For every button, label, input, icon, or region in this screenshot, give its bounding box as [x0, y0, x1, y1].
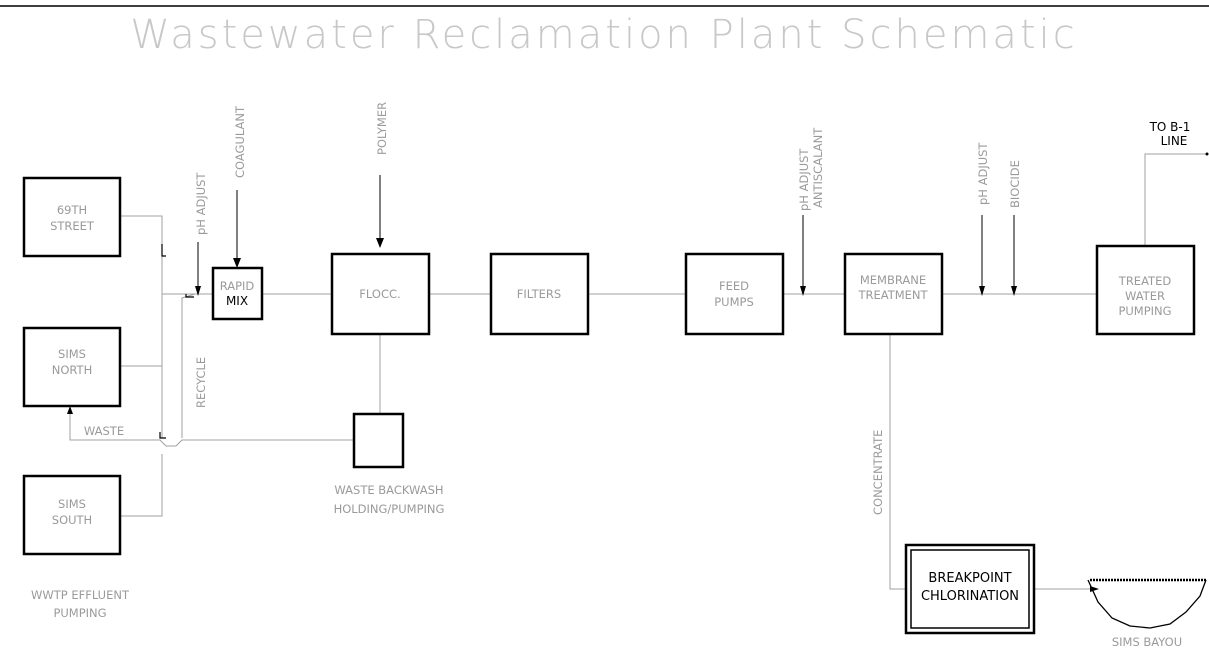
label-sims-north-line2: NORTH	[52, 363, 92, 377]
label-antiscalant: ANTISCALANT	[811, 127, 825, 208]
caption-wwtp-line1: WWTP EFFLUENT	[31, 588, 130, 602]
arrow-antiscalant	[800, 286, 806, 296]
label-coagulant: COAGULANT	[233, 105, 247, 178]
label-backwash-line2: HOLDING/PUMPING	[334, 502, 445, 516]
label-flocc: FLOCC.	[359, 287, 400, 301]
flow-line-69th	[120, 215, 163, 296]
label-recycle: RECYCLE	[194, 357, 208, 408]
label-backwash-line1: WASTE BACKWASH	[334, 483, 443, 497]
caption-wwtp-line2: PUMPING	[53, 606, 106, 620]
label-sims-bayou: SIMS BAYOU	[1112, 635, 1182, 649]
label-polymer: POLYMER	[375, 102, 389, 155]
box-feed-pumps	[684, 252, 785, 336]
box-rapid-mix	[211, 266, 264, 321]
box-breakpoint-chlorination	[904, 543, 1036, 635]
label-feed-line2: PUMPS	[714, 295, 754, 309]
label-waste: WASTE	[84, 424, 124, 438]
box-membrane-treatment	[843, 252, 944, 336]
label-breakpoint-line2: CHLORINATION	[921, 589, 1019, 604]
arrow-waste	[67, 406, 73, 414]
label-ph-adjust-1: pH ADJUST	[194, 172, 208, 235]
label-membrane-line2: TREATMENT	[857, 288, 928, 302]
arrow-ph-adjust-3	[979, 286, 985, 296]
check-valve-2	[185, 294, 194, 298]
box-breakpoint-inner	[910, 549, 1030, 629]
flow-line-sims-south	[120, 454, 163, 517]
flow-line-to-b1	[1144, 153, 1207, 246]
label-feed-line1: FEED	[719, 279, 749, 293]
label-to-b1-line2: LINE	[1161, 134, 1188, 148]
check-valve-1	[161, 244, 166, 257]
box-flocc	[330, 252, 431, 336]
label-treated-line1: TREATED	[1118, 274, 1172, 288]
label-ph-adjust-3: pH ADJUST	[976, 142, 990, 205]
flow-line-concentrate	[889, 334, 906, 590]
flow-line-backwash-return	[69, 412, 354, 447]
label-membrane-line1: MEMBRANE	[860, 273, 926, 287]
box-69th-street	[22, 176, 122, 258]
label-rapid-line2: MIX	[226, 294, 248, 308]
arrow-polymer	[376, 238, 384, 248]
sims-bayou-basin	[1087, 579, 1207, 629]
label-69th-line1: 69TH	[57, 203, 87, 217]
arrow-biocide	[1011, 286, 1017, 296]
box-waste-backwash	[352, 412, 405, 469]
label-to-b1-line1: TO B-1	[1149, 120, 1191, 134]
page-title: Wastewater Reclamation Plant Schematic	[130, 12, 1077, 58]
box-sims-south	[22, 474, 122, 556]
label-treated-line3: PUMPING	[1118, 304, 1171, 318]
label-filters: FILTERS	[517, 287, 561, 301]
flow-line-recycle	[181, 293, 196, 438]
check-valve-3	[159, 432, 166, 439]
label-treated-line2: WATER	[1125, 289, 1165, 303]
label-breakpoint-line1: BREAKPOINT	[928, 571, 1011, 586]
label-sims-north-line1: SIMS	[58, 347, 86, 361]
label-concentrate: CONCENTRATE	[871, 430, 885, 515]
label-69th-line2: STREET	[50, 219, 95, 233]
box-filters	[489, 252, 590, 336]
label-sims-south-line1: SIMS	[58, 497, 86, 511]
label-ph-adjust-2: pH ADJUST	[797, 148, 811, 211]
arrow-ph-adjust-1	[195, 286, 201, 296]
label-biocide: BIOCIDE	[1008, 160, 1022, 208]
box-sims-north	[22, 326, 122, 408]
label-sims-south-line2: SOUTH	[52, 513, 92, 527]
arrow-coagulant	[233, 258, 241, 268]
b1-endpoint	[1205, 152, 1209, 156]
box-treated-water-pumping	[1095, 244, 1196, 336]
label-rapid-line1: RAPID	[220, 279, 255, 293]
